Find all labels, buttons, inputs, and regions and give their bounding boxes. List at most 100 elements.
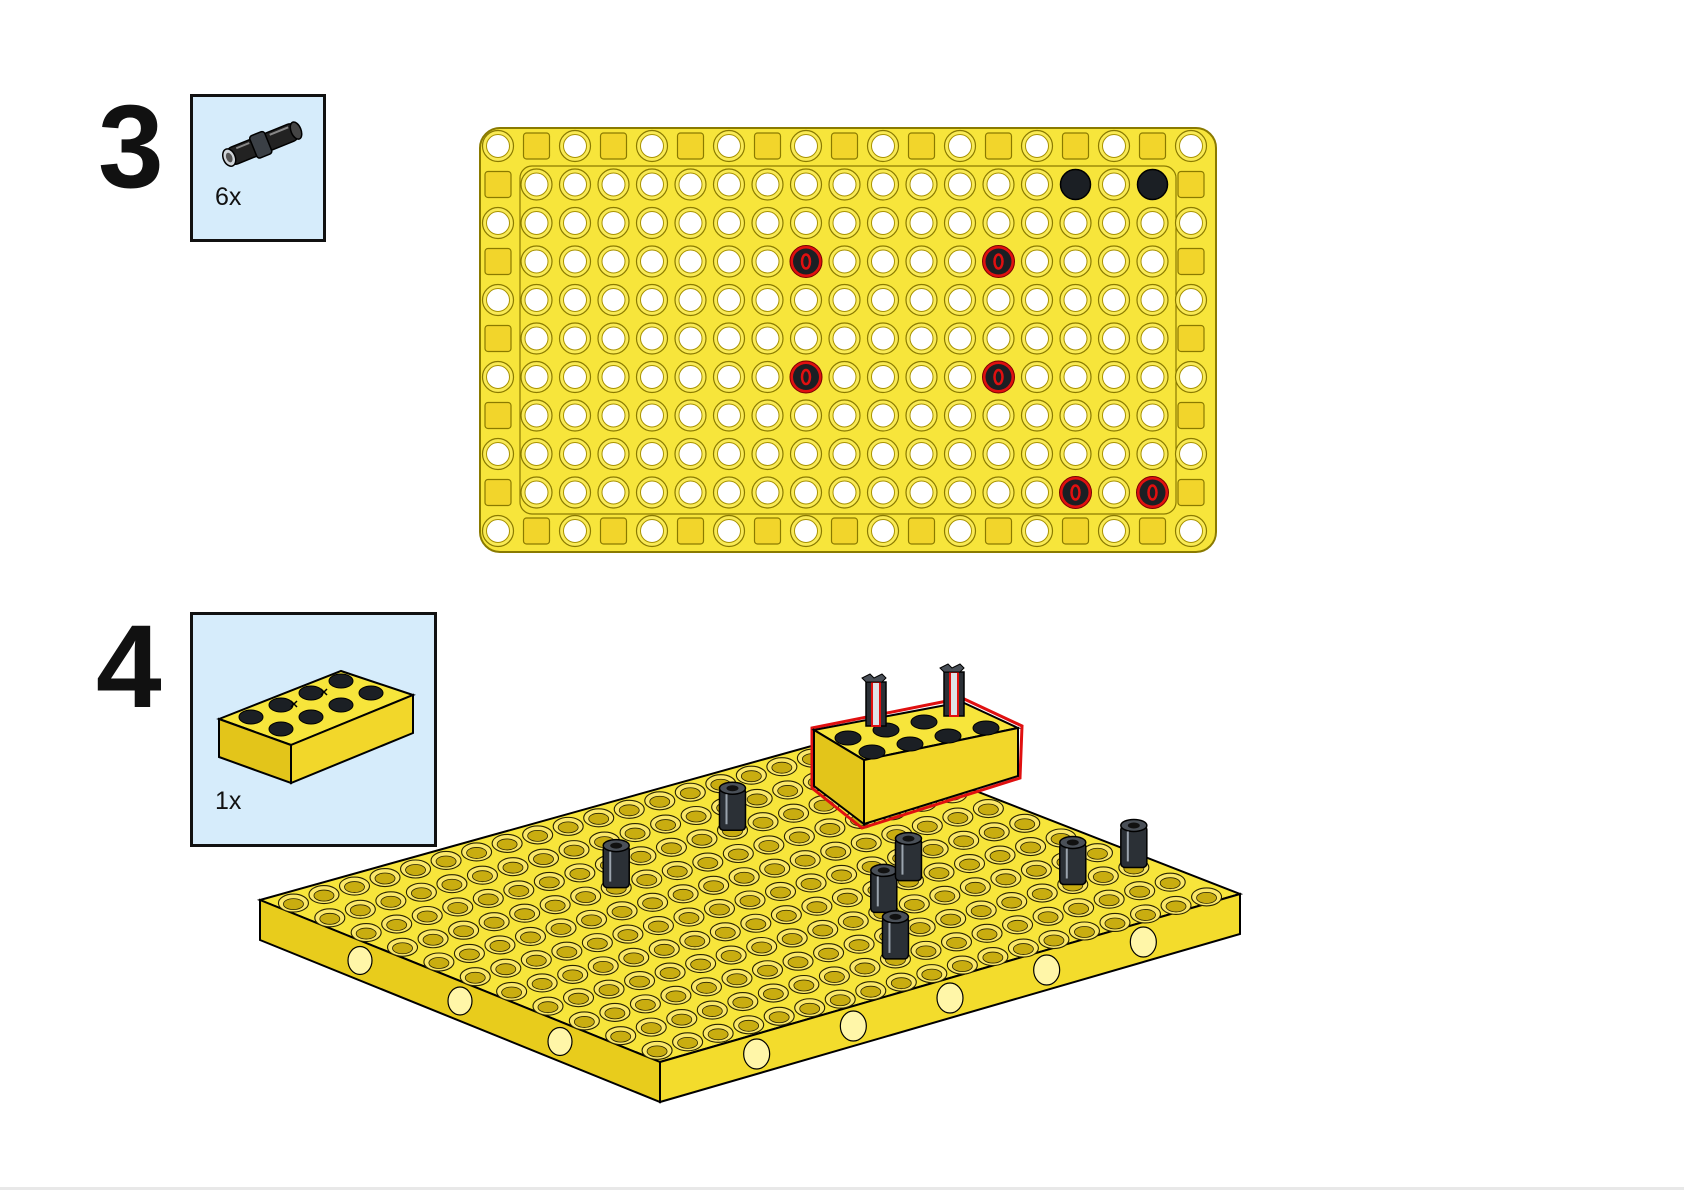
plate-hole-inner-iso (831, 869, 852, 882)
pin-hole-highlight (1147, 484, 1158, 501)
plate-hole (1025, 288, 1049, 312)
plate-hole (1140, 211, 1165, 235)
plate-hole (909, 288, 934, 312)
plate-hole-inner-iso (794, 854, 816, 867)
plate-hole (871, 249, 895, 274)
plate-hole-inner-iso (640, 1022, 662, 1035)
side-hole (1033, 954, 1061, 986)
pin-hole-highlight (800, 368, 812, 386)
plate-hole-inner-iso (380, 895, 402, 908)
plate-hole (601, 288, 626, 312)
plate-hole-inner-iso (568, 992, 589, 1005)
step-number-4: 4 (96, 601, 162, 733)
edge-beam-hole (907, 517, 936, 545)
plate-hole-inner-iso (829, 994, 851, 1007)
plate-hole (1102, 442, 1126, 466)
plate-hole (563, 403, 587, 428)
plate-hole-inner-iso (1014, 818, 1036, 831)
plate-hole-inner-iso (726, 973, 748, 986)
plate-hole-inner-iso (775, 909, 797, 922)
plate-hole-inner-iso (655, 819, 676, 831)
plate-hole (1140, 403, 1165, 428)
connector-pin-standing (1059, 835, 1087, 886)
connector-pin-standing (602, 838, 630, 889)
plate-hole (871, 134, 895, 158)
plate-hole (948, 172, 972, 197)
side-hole (839, 1010, 867, 1042)
plate-hole-inner-iso (422, 933, 444, 946)
plate-hole (640, 519, 664, 543)
plate-hole (678, 172, 703, 197)
plate-hole-inner-iso (951, 960, 973, 973)
plate-hole (640, 326, 664, 351)
plate-hole (1179, 519, 1203, 543)
plate-hole-inner-iso (703, 880, 725, 893)
plate-hole-inner-iso (501, 986, 523, 999)
connector-pin-standing (894, 831, 923, 882)
edge-beam-hole (484, 170, 512, 199)
plate-hole-inner-iso (508, 885, 530, 897)
axle-standing (861, 673, 887, 727)
plate-hole (601, 172, 626, 197)
plate-hole-inner-iso (1074, 926, 1095, 938)
plate-hole-inner-iso (752, 816, 774, 829)
plate-hole-inner-iso (976, 928, 998, 941)
plate-hole-inner-iso (646, 1045, 668, 1058)
plate-hole (871, 480, 895, 505)
brick-front-face (863, 726, 1019, 826)
edge-beam-hole (830, 517, 859, 545)
plate-hole (832, 172, 857, 197)
plate-hole-inner-iso (665, 990, 687, 1003)
plate-hole (1063, 442, 1088, 466)
plate-hole (986, 172, 1011, 197)
plate-hole (640, 288, 664, 312)
plate-hole-inner-iso (982, 951, 1004, 964)
plate-hole-inner-iso (677, 1036, 699, 1049)
pin-hole-highlight (993, 253, 1004, 270)
plate-hole (717, 326, 741, 351)
plate-hole-inner-iso (758, 840, 780, 852)
plate-hole-inner-iso (466, 847, 488, 859)
pin-hole-highlight (800, 253, 812, 270)
plate-hole (1140, 288, 1165, 312)
quantity-label: 6x (215, 183, 242, 211)
plate-hole (1102, 288, 1126, 312)
plate-hole (948, 288, 972, 312)
connector-pin-icon (221, 121, 303, 167)
plate-hole (948, 403, 972, 428)
plate-hole-inner-iso (970, 905, 992, 917)
plate-hole-inner-iso (800, 878, 822, 890)
plate-hole (563, 326, 587, 351)
plate-hole (871, 288, 895, 312)
plate-hole-inner-iso (903, 898, 925, 911)
connector-pin-standing (870, 863, 898, 914)
plate-hole-inner-iso (313, 889, 335, 902)
brick-stud (972, 720, 1000, 736)
plate-hole-inner-iso (405, 864, 426, 876)
plate-hole (601, 211, 626, 235)
edge-beam-hole (1061, 132, 1090, 160)
plate-hole (755, 326, 780, 351)
plate-hole (640, 403, 664, 428)
plate-hole-inner-iso (989, 850, 1011, 862)
plate-hole-inner-iso (799, 1002, 821, 1015)
plate-hole (1063, 249, 1088, 274)
plate-hole (871, 326, 895, 351)
plate-hole-inner-iso (598, 984, 620, 997)
brick-stud (834, 730, 862, 746)
plate-hole (717, 134, 741, 158)
plate-hole-inner-iso (410, 887, 432, 900)
page-bottom-rule (0, 1187, 1684, 1190)
plate-hole-inner-iso (495, 963, 517, 976)
plate-hole (794, 288, 818, 312)
plate-hole-inner-iso (768, 1011, 790, 1024)
plate-hole (563, 480, 587, 505)
plate-hole-inner-iso (733, 871, 755, 884)
plate-hole (986, 211, 1011, 235)
plate-hole (909, 172, 934, 197)
plate-hole-inner-iso (995, 873, 1017, 886)
plate-hole-inner-iso (624, 827, 646, 840)
plate-hole-inner-iso (685, 810, 707, 823)
plate-hole-inner-iso (588, 812, 610, 825)
connector-pin-standing (1120, 818, 1148, 869)
